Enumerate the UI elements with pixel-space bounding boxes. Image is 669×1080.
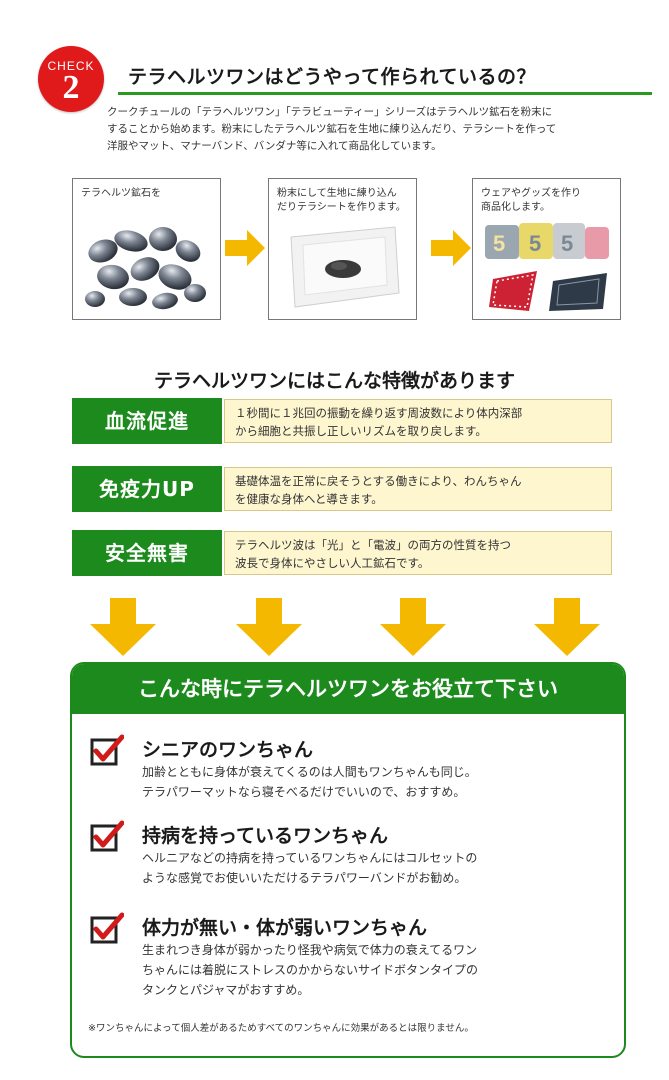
item-desc-chronic: ヘルニアなどの持病を持っているワンちゃんにはコルセットのような感覚でお使いいただ… <box>142 851 478 885</box>
check-label: CHECK <box>47 59 95 73</box>
svg-text:5: 5 <box>561 231 573 256</box>
feature-desc-blood-flow: １秒間に１兆回の振動を繰り返す周波数により体内深部から細胞と共振し正しいリズムを… <box>224 399 612 443</box>
feature-label-immunity: 免疫力UP <box>72 466 222 512</box>
step-caption: 粉末にして生地に練り込んだりテラシートを作ります。 <box>277 188 406 213</box>
heading-underline <box>118 92 652 95</box>
arrow-down-icon <box>534 598 600 656</box>
check-badge: CHECK 2 <box>38 46 104 112</box>
item-title-chronic: 持病を持っているワンちゃん <box>142 825 389 847</box>
checkbox-checked-icon <box>90 912 124 944</box>
arrow-down-icon <box>236 598 302 656</box>
item-title-senior: シニアのワンちゃん <box>142 739 314 761</box>
usage-box-title: こんな時にテラヘルツワンをお役立て下さい <box>72 664 624 714</box>
disclaimer-note: ※ワンちゃんによって個人差があるためすべてのワンちゃんに効果があるとは限りません… <box>88 1023 474 1034</box>
item-desc-senior: 加齢とともに身体が衰えてくるのは人間もワンちゃんも同じ。テラパワーマットなら寝そ… <box>142 765 477 799</box>
feature-desc-safety: テラヘルツ波は「光」と「電波」の両方の性質を持つ波長で身体にやさしい人工鉱石です… <box>224 531 612 575</box>
ore-stones-illustration <box>85 227 206 310</box>
check-number: 2 <box>62 69 80 106</box>
section-heading: テラヘルツワンはどうやって作られているの？ <box>128 66 536 88</box>
svg-text:5: 5 <box>493 231 505 256</box>
feature-label-blood-flow: 血流促進 <box>72 398 222 444</box>
step-powder: 粉末にして生地に練り込んだりテラシートを作ります。 <box>268 178 417 320</box>
step-caption: テラヘルツ鉱石を <box>81 188 161 199</box>
feature-desc-immunity: 基礎体温を正常に戻そうとする働きにより、わんちゃんを健康な身体へと導きます。 <box>224 467 612 511</box>
item-title-weak: 体力が無い・体が弱いワンちゃん <box>142 917 428 939</box>
products-illustration: 5 5 5 <box>485 223 609 311</box>
intro-text: クークチュールの「テラヘルツワン」「テラビューティー」シリーズはテラヘルツ鉱石を… <box>107 106 557 152</box>
arrow-right-icon <box>225 230 265 266</box>
svg-text:5: 5 <box>529 231 541 256</box>
usage-box: こんな時にテラヘルツワンをお役立て下さい <box>70 662 626 1058</box>
checkbox-checked-icon <box>90 734 124 766</box>
step-caption: ウェアやグッズを作り商品化します。 <box>481 188 581 213</box>
step-products: ウェアやグッズを作り商品化します。 5 5 5 <box>472 178 621 320</box>
arrow-down-icon <box>90 598 156 656</box>
checkbox-checked-icon <box>90 820 124 852</box>
powder-dish-illustration <box>290 226 400 308</box>
feature-label-safety: 安全無害 <box>72 530 222 576</box>
arrow-down-icon <box>380 598 446 656</box>
features-title: テラヘルツワンにはこんな特徴があります <box>153 370 515 392</box>
item-desc-weak: 生まれつき身体が弱かったり怪我や病気で体力の衰えてるワンちゃんには着脱にストレス… <box>142 943 479 997</box>
step-ore: テラヘルツ鉱石を <box>72 178 221 320</box>
arrow-right-icon <box>431 230 471 266</box>
